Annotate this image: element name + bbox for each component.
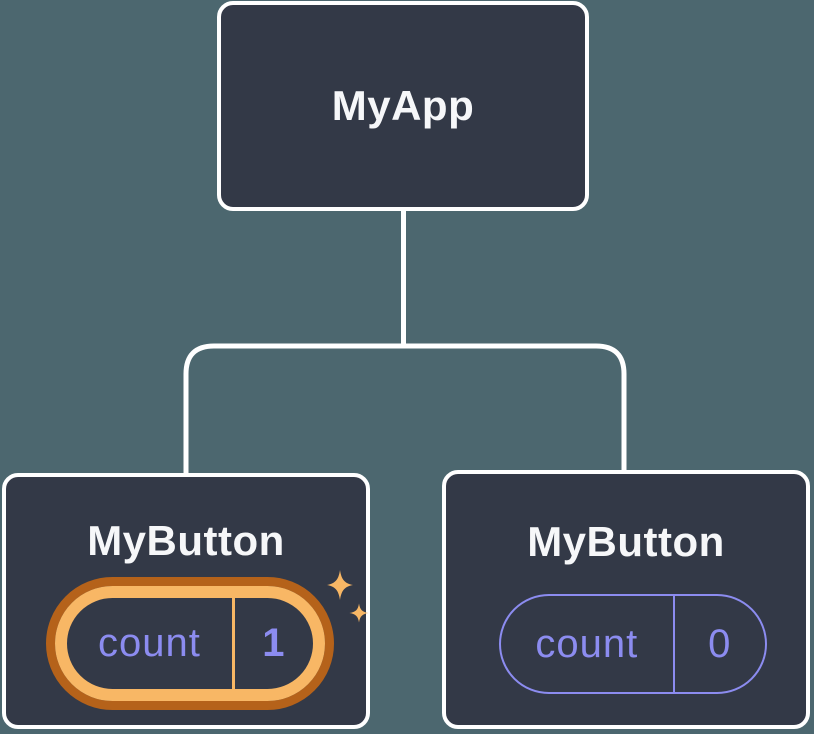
state-value-cell: 1 [231,598,313,689]
node-mybutton-2: MyButton count 0 [442,470,810,729]
node-mybutton-1-title: MyButton [87,517,285,564]
sparkles-icon [327,570,369,623]
node-myapp-title: MyApp [331,82,475,129]
sparkle-big [327,570,353,600]
state-value: 0 [708,621,732,666]
state-value: 1 [262,621,286,665]
sparkle-small [349,603,369,623]
node-myapp: MyApp [217,1,589,211]
state-pill-highlight-ring: count 1 [46,577,334,710]
node-mybutton-2-title: MyButton [527,518,725,565]
state-value-cell: 0 [672,596,765,692]
state-pill: count 0 [499,594,767,694]
state-label-cell: count [67,598,232,689]
state-label-cell: count [501,596,673,692]
node-mybutton-1: MyButton count 1 [2,473,370,729]
connector-branch [183,343,627,474]
state-pill-highlighted: count 1 [55,586,325,701]
state-label: count [535,621,639,666]
state-label: count [97,621,201,665]
